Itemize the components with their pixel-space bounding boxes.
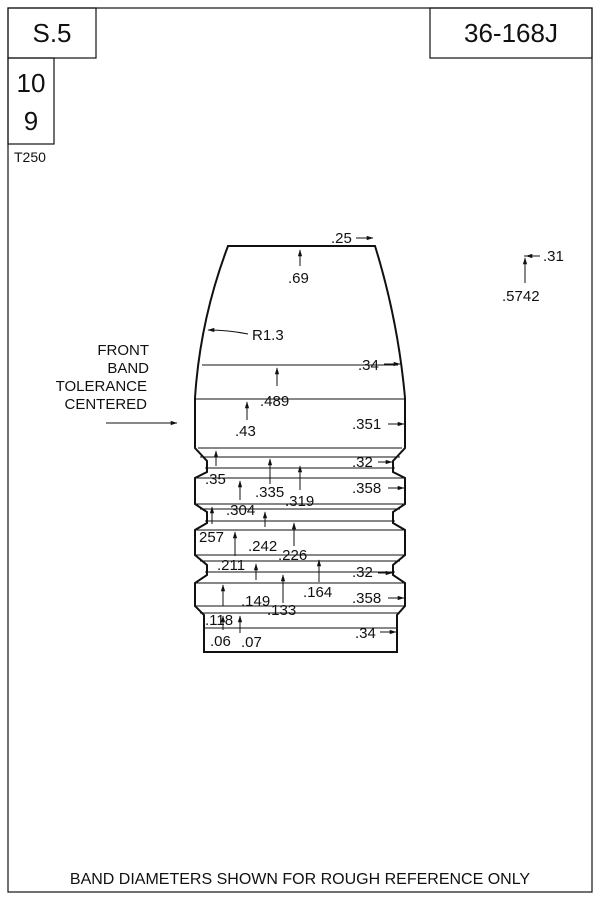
ogive-offset-label: .5742 [502,288,540,305]
ogive-radius-label: R1.3 [252,327,284,344]
part-number: 36-168J [464,18,558,48]
count-value: 9 [24,106,38,136]
front-band-note-line-2: BAND [107,360,149,377]
pos-164-label: .164 [303,584,332,601]
groove1-length-label: .35 [205,471,226,488]
pos-304-label: .304 [226,502,255,519]
nose-diameter-label: .25 [331,230,352,247]
band2-pos1-label: .335 [255,484,284,501]
pos-242-label: .242 [248,538,277,555]
pos-226-label: .226 [278,547,307,564]
pos-257-label: 257 [199,529,224,546]
front-band-note-line-4: CENTERED [64,396,147,413]
front-band-note: FRONT BAND TOLERANCE CENTERED [56,342,150,413]
band2-pos2-label: .319 [285,493,314,510]
pos-118-label: .118 [205,612,233,629]
cavity-box [7,57,55,145]
footer-note: BAND DIAMETERS SHOWN FOR ROUGH REFERENCE… [70,871,531,888]
front-band-note-line-1: FRONT [97,342,149,359]
sheet-border [7,7,593,893]
groove1-diameter-label: .32 [352,454,373,471]
meplat-diameter-label: .31 [543,248,564,265]
section-lines [195,364,405,629]
nose-length-label: .69 [288,270,309,287]
dimension-arrows [106,235,540,635]
pos-06-label: .06 [210,633,231,650]
pos-149-label: .149 [241,593,270,610]
pos-211-label: .211 [217,557,245,574]
top-band-diameter-label: .34 [358,357,379,374]
dimension-labels: .25 .69 R1.3 .34 .489 .43 .351 .32 .35 .… [199,230,564,651]
cavity-count: 10 [17,68,46,98]
band2-diameter-label: .358 [352,480,381,497]
base-diameter-label: .34 [355,625,376,642]
body-length-label: .43 [235,423,256,440]
pos-07-label: .07 [241,634,262,651]
series-label: S.5 [32,18,71,48]
bullet-outline [194,245,406,653]
front-band-diameter-label: .351 [352,416,381,433]
top-length-label: .489 [260,393,289,410]
pos-133-label: .133 [267,602,296,619]
part-number-box [429,7,593,59]
tag-label: T250 [14,149,46,165]
front-band-note-line-3: TOLERANCE [56,378,147,395]
groove2-diameter-label: .32 [352,564,373,581]
band3-diameter-label: .358 [352,590,381,607]
